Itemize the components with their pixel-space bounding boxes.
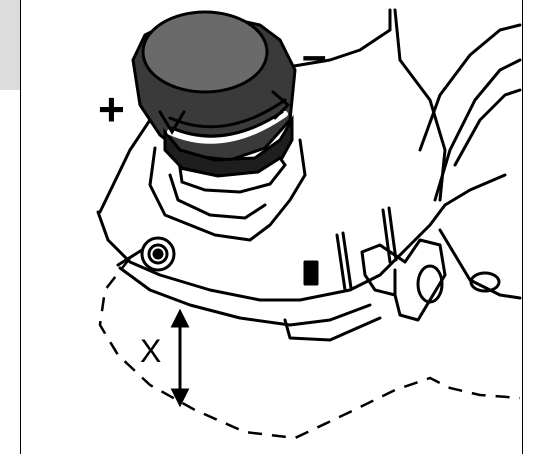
side-screw-outer: [140, 236, 176, 272]
handle-frame-edge: [453, 88, 522, 167]
lock-knob: [360, 238, 447, 322]
lock-knob-cap: [416, 264, 444, 304]
rear-hole: [469, 271, 501, 293]
knob-base: [178, 155, 287, 194]
front-shoe: [96, 173, 507, 302]
cut-depth-label: X: [140, 333, 162, 369]
knob-top: [141, 10, 269, 94]
shoe-bottom-edge: [118, 266, 372, 327]
depth-knob: [131, 10, 297, 194]
shoe-lower-lip: [283, 316, 382, 342]
housing-top-right: [393, 8, 447, 202]
side-screw-inner: [147, 243, 169, 265]
handle-frame-outer: [418, 23, 522, 152]
rear-base-curve: [438, 228, 522, 300]
page-border: [20, 0, 523, 454]
workpiece-dashed-outline: [98, 257, 521, 440]
knob-window: [148, 138, 307, 242]
minus-label: –: [302, 31, 327, 80]
small-window: [303, 260, 319, 286]
depth-arrow: [170, 308, 190, 408]
plus-label: +: [98, 83, 125, 135]
side-screw-line: [116, 248, 144, 267]
rotation-arrow: [158, 90, 291, 144]
slot-right-2: [387, 206, 398, 262]
section-tab: [0, 0, 20, 90]
slot-left: [335, 233, 347, 292]
slot-right: [381, 208, 392, 264]
slot-left-2: [341, 231, 353, 290]
knob-window-inner: [168, 173, 267, 220]
handle-frame-inner: [433, 58, 522, 202]
side-screw-core: [152, 248, 164, 260]
